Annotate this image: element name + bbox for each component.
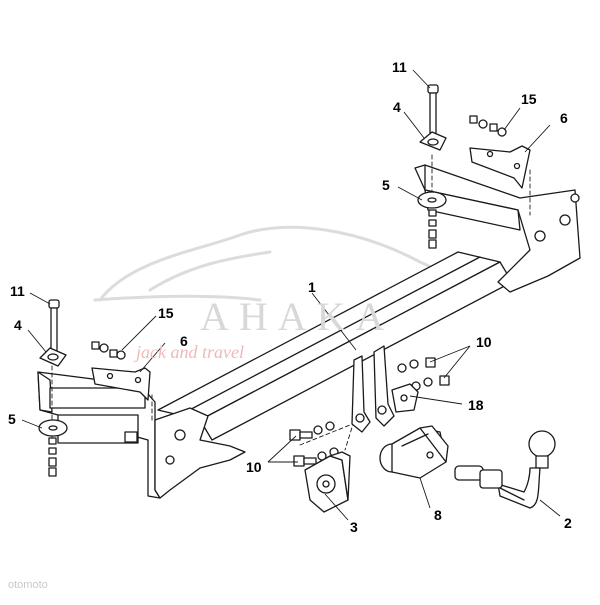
callout-1: 1 <box>308 279 316 295</box>
callout-15-left: 15 <box>158 305 174 321</box>
electrical-socket-8 <box>379 425 449 479</box>
tow-ball-2 <box>454 430 556 509</box>
fasteners-15-right <box>469 115 507 137</box>
callout-3: 3 <box>350 519 358 535</box>
callout-4-right: 4 <box>393 99 401 115</box>
callout-5-left: 5 <box>8 411 16 427</box>
right-side-bracket <box>414 145 581 293</box>
callout-5-right: 5 <box>382 177 390 193</box>
callout-8: 8 <box>434 507 442 523</box>
watermark-brand-text: AHAKA <box>200 294 394 339</box>
callout-11-left: 11 <box>10 283 25 299</box>
callout-4-left: 4 <box>14 317 22 333</box>
socket-plate-3 <box>304 451 351 513</box>
left-side-bracket <box>37 367 246 499</box>
callout-2: 2 <box>564 515 572 531</box>
callout-11-right: 11 <box>392 59 407 75</box>
watermark-tagline-text: jack and travel <box>134 342 244 362</box>
spacer-5-left <box>38 419 68 477</box>
bolt-11-left <box>48 299 60 364</box>
callout-10-right: 10 <box>476 334 492 350</box>
leader-lines <box>21 69 561 521</box>
callout-10-left: 10 <box>246 459 262 475</box>
callout-6-right: 6 <box>560 110 568 126</box>
tow-bracket-plates <box>351 345 395 433</box>
callout-18: 18 <box>468 397 484 413</box>
fasteners-15-left <box>91 341 126 360</box>
otomoto-credit: otomoto <box>8 579 48 591</box>
plate-4-right <box>419 131 447 151</box>
spacer-5-right <box>417 191 447 249</box>
plate-4-left <box>39 347 67 367</box>
callout-15-right: 15 <box>521 91 537 107</box>
plate-18 <box>391 383 419 413</box>
callout-6-left: 6 <box>180 333 188 349</box>
